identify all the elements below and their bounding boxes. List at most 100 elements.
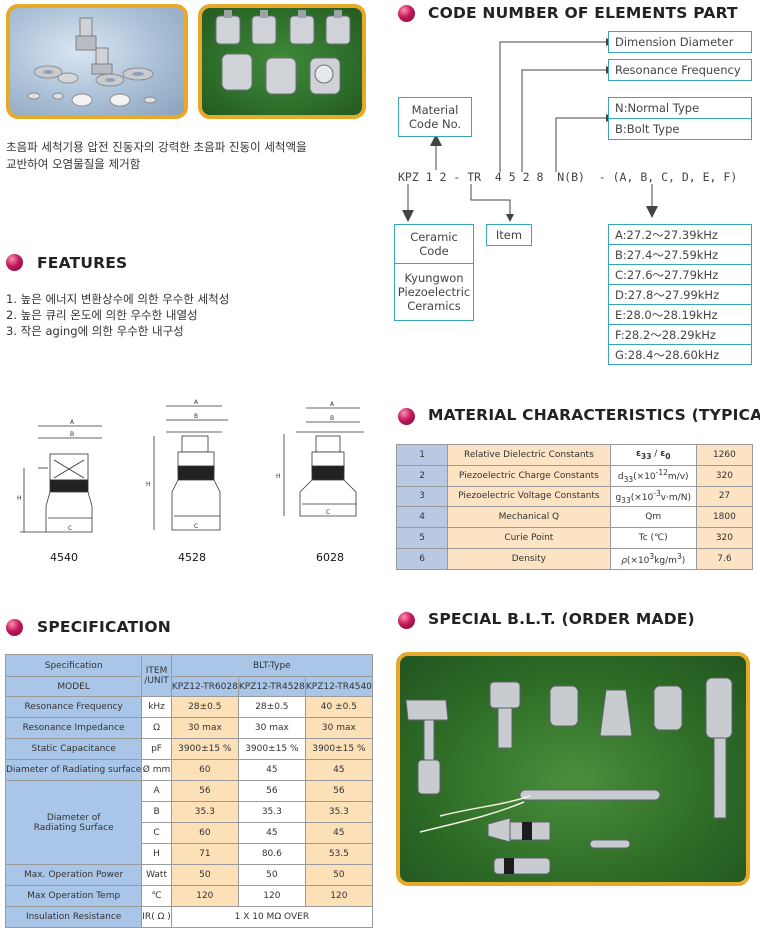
material-row-no: 2 xyxy=(395,464,449,487)
dim-a-6028: A xyxy=(330,401,335,408)
material-row: 1 Relative Dielectric Constants ε33 / ε0… xyxy=(395,444,754,466)
spec-row-max-power: Max. Operation Power Watt 50 50 50 xyxy=(4,864,373,886)
spec-row-dim-h: H 71 80.6 53.5 xyxy=(6,843,373,865)
intro-line-2: 교반하여 오염물질을 제거함 xyxy=(6,157,141,171)
ceramic-elements-illustration xyxy=(27,17,157,107)
material-row: 4 Mechanical Q Qm 1800 xyxy=(395,506,754,529)
material-row-name: Piezoelectric Charge Constants xyxy=(447,464,611,487)
material-row: 2 Piezoelectric Charge Constants d33(×10… xyxy=(395,464,754,487)
freq-option-f: F:28.2～28.29kHz xyxy=(608,324,752,345)
material-row-symbol: Qm xyxy=(609,506,697,529)
spec-diameter-group-label: Diameter of Radiating Surface xyxy=(4,780,143,865)
bolt-type-box: B:Bolt Type xyxy=(608,118,752,140)
code-string: KPZ 1 2 - TR 4 5 2 8 N(B) - (A, B, C, D,… xyxy=(398,170,738,184)
material-row-value: 320 xyxy=(695,527,754,549)
spec-header-item-unit: ITEM/UNIT xyxy=(141,654,172,697)
dim-b-4528: B xyxy=(194,413,198,420)
photo-transducers xyxy=(198,4,366,119)
special-title: SPECIAL B.L.T. (ORDER MADE) xyxy=(428,610,695,628)
material-row-no: 4 xyxy=(395,506,449,529)
features-bullet-icon xyxy=(6,254,23,271)
material-row-no: 1 xyxy=(395,444,449,466)
frequency-options: A:27.2～27.39kHz B:27.4～27.59kHz C:27.6～2… xyxy=(608,224,752,365)
material-row-value: 7.6 xyxy=(695,547,754,570)
item-box: Item xyxy=(486,224,532,246)
model-label-4528: 4528 xyxy=(178,551,206,564)
code-bullet-icon xyxy=(398,5,415,22)
freq-option-a: A:27.2～27.39kHz xyxy=(608,224,752,245)
material-row-symbol: d33(×10-12m/v) xyxy=(609,464,697,487)
dimension-diameter-label: Dimension Diameter xyxy=(615,35,734,49)
spec-row-static-capacitance: Static Capacitance pF 3900±15 % 3900±15 … xyxy=(4,738,373,760)
normal-type-box: N:Normal Type xyxy=(608,97,752,119)
material-row-value: 1800 xyxy=(695,506,754,529)
ceramic-code-box: Ceramic Code xyxy=(394,224,474,264)
photo-special-blt xyxy=(396,652,750,886)
material-row-value: 27 xyxy=(695,485,754,508)
material-row-no: 5 xyxy=(395,527,449,549)
spec-row-insulation: Insulation Resistance IR( Ω ) 1 X 10 MΩ … xyxy=(4,906,373,928)
freq-option-e: E:28.0～28.19kHz xyxy=(608,304,752,325)
drawing-4528 xyxy=(153,405,228,531)
material-row: 6 Density ρ(×103kg/m3) 7.6 xyxy=(395,547,754,570)
spec-table: Specification ITEM/UNIT BLT-Type MODEL K… xyxy=(4,654,373,928)
spec-model-4540: KPZ12-TR4540 xyxy=(304,676,373,697)
freq-option-d: D:27.8～27.99kHz xyxy=(608,284,752,305)
material-row-name: Curie Point xyxy=(447,527,611,549)
spec-row-resonance-impedance: Resonance Impedance Ω 30 max 30 max 30 m… xyxy=(4,717,373,739)
material-row-symbol: Tc (℃) xyxy=(609,527,697,549)
material-row-symbol: ε33 / ε0 xyxy=(609,444,697,466)
dim-h-4528: H xyxy=(146,481,151,488)
maker-line-1: Kyungwon xyxy=(404,271,464,285)
drawing-6028 xyxy=(283,407,364,517)
resonance-frequency-box: Resonance Frequency xyxy=(608,59,752,81)
material-row-name: Mechanical Q xyxy=(447,506,611,529)
code-title: CODE NUMBER OF ELEMENTS PART xyxy=(428,4,738,22)
spec-row-dim-a: Diameter of Radiating Surface A 56 56 56 xyxy=(4,780,373,865)
spec-row-resonance-frequency: Resonance Frequency kHz 28±0.5 28±0.5 40… xyxy=(4,696,373,718)
intro-line-1: 초음파 세척기용 압전 진동자의 강력한 초음파 진동이 세척액을 xyxy=(6,140,307,154)
spec-header-blt: BLT-Type xyxy=(170,654,373,677)
spec-row-diameter-radiating: Diameter of Radiating surface Ø mm 60 45… xyxy=(4,759,373,781)
dim-c-4540: C xyxy=(68,525,72,532)
dimension-diameter-box: Dimension Diameter xyxy=(608,31,752,53)
material-code-box: Material Code No. xyxy=(398,97,472,137)
spec-title: SPECIFICATION xyxy=(37,618,171,636)
material-row-symbol: ρ(×103kg/m3) xyxy=(609,547,697,570)
spec-model-4528: KPZ12-TR4528 xyxy=(237,676,306,697)
material-row-symbol: g33(×10-3v·m/N) xyxy=(609,485,697,508)
bolt-type-label: B:Bolt Type xyxy=(615,122,680,136)
freq-option-b: B:27.4～27.59kHz xyxy=(608,244,752,265)
dim-c-4528: C xyxy=(194,523,198,530)
spec-bullet-icon xyxy=(6,619,23,636)
feature-item-1: 1. 높은 에너지 변환상수에 의한 우수한 세척성 xyxy=(6,292,230,306)
material-row-name: Density xyxy=(447,547,611,570)
dim-b-6028: B xyxy=(330,415,334,422)
material-row-no: 3 xyxy=(395,485,449,508)
material-row: 5 Curie Point Tc (℃) 320 xyxy=(395,527,754,549)
material-row-value: 1260 xyxy=(695,444,754,466)
material-row-value: 320 xyxy=(695,464,754,487)
material-table: 1 Relative Dielectric Constants ε33 / ε0… xyxy=(395,444,754,570)
material-row: 3 Piezoelectric Voltage Constants g33(×1… xyxy=(395,485,754,508)
spec-row-max-temp: Max Operation Temp ℃ 120 120 120 xyxy=(4,885,373,907)
material-title: MATERIAL CHARACTERISTICS (TYPICAL) xyxy=(428,406,760,424)
freq-option-g: G:28.4～28.60kHz xyxy=(608,344,752,365)
normal-type-label: N:Normal Type xyxy=(615,101,700,115)
material-row-name: Piezoelectric Voltage Constants xyxy=(447,485,611,508)
material-code-line-1: Material xyxy=(411,103,459,117)
freq-option-c: C:27.6～27.79kHz xyxy=(608,264,752,285)
dim-a-4528: A xyxy=(194,399,199,406)
maker-line-3: Ceramics xyxy=(407,299,461,313)
spec-row-dim-b: B 35.3 35.3 35.3 xyxy=(6,801,373,823)
features-title: FEATURES xyxy=(37,254,128,272)
model-label-6028: 6028 xyxy=(316,551,344,564)
transducers-illustration xyxy=(215,10,351,95)
material-code-line-2: Code No. xyxy=(408,117,462,131)
spec-model-6028: KPZ12-TR6028 xyxy=(170,676,239,697)
special-blt-illustration xyxy=(405,677,733,875)
material-bullet-icon xyxy=(398,408,415,425)
maker-box: Kyungwon Piezoelectric Ceramics xyxy=(394,263,474,321)
feature-item-3: 3. 작은 aging에 의한 우수한 내구성 xyxy=(6,324,184,338)
dim-a-4540: A xyxy=(70,419,75,426)
